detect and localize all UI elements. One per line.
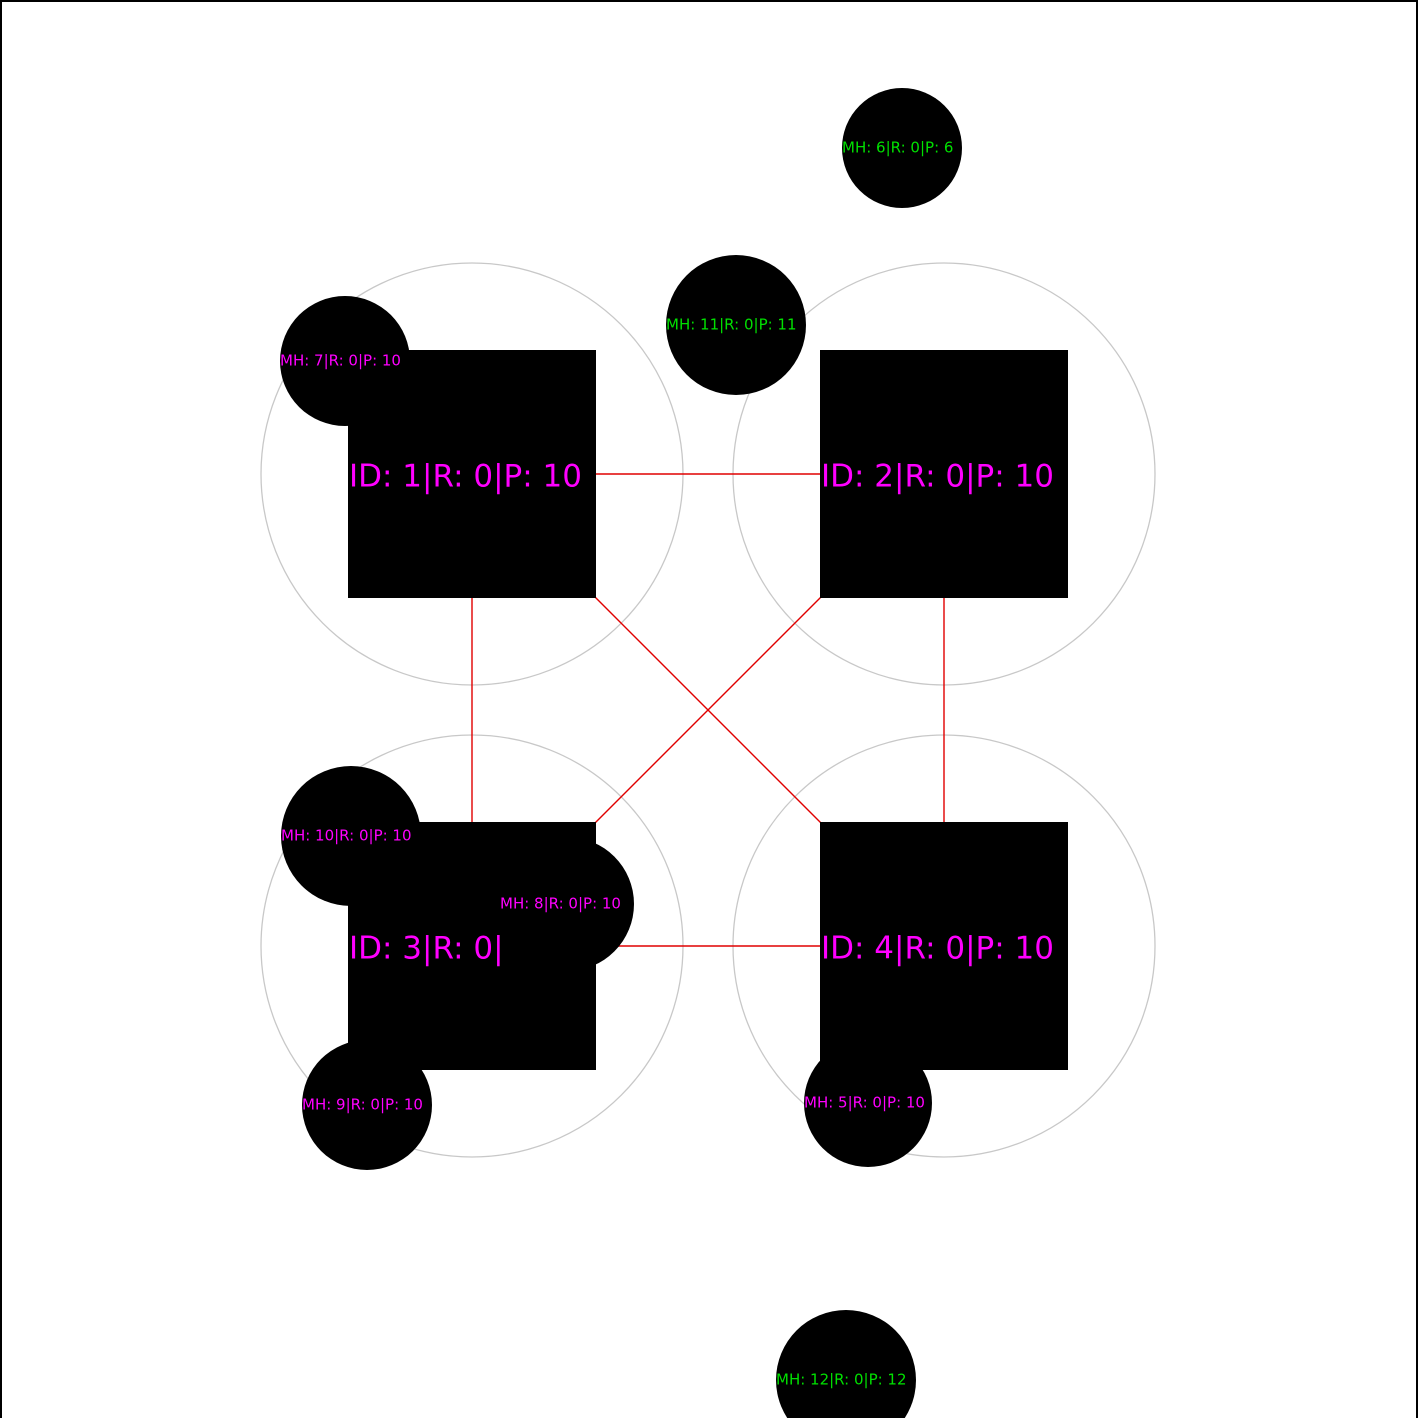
- mobile-host-6[interactable]: [842, 88, 962, 208]
- base-station-label-4: ID: 4|R: 0|P: 10: [821, 931, 1054, 967]
- mobile-host-8[interactable]: [500, 837, 634, 971]
- base-station-label-3: ID: 3|R: 0|: [349, 931, 504, 967]
- mobile-host-11[interactable]: [666, 255, 806, 395]
- mobile-host-7[interactable]: [280, 296, 410, 426]
- mobile-host-label-7: MH: 7|R: 0|P: 10: [280, 352, 401, 370]
- mobile-host-label-6: MH: 6|R: 0|P: 6: [842, 139, 953, 157]
- mobile-host-label-12: MH: 12|R: 0|P: 12: [776, 1371, 907, 1389]
- mobile-host-5[interactable]: [804, 1039, 932, 1167]
- mobile-host-label-8: MH: 8|R: 0|P: 10: [500, 895, 621, 913]
- base-station-label-2: ID: 2|R: 0|P: 10: [821, 459, 1054, 495]
- mobile-host-label-5: MH: 5|R: 0|P: 10: [804, 1094, 925, 1112]
- base-station-2[interactable]: [820, 350, 1068, 598]
- base-station-label-1: ID: 1|R: 0|P: 10: [349, 459, 582, 495]
- mobile-host-label-11: MH: 11|R: 0|P: 11: [666, 316, 797, 334]
- mobile-host-label-10: MH: 10|R: 0|P: 10: [281, 827, 412, 845]
- mobile-host-10[interactable]: [281, 766, 421, 906]
- mobile-host-label-9: MH: 9|R: 0|P: 10: [302, 1096, 423, 1114]
- mobile-host-12[interactable]: [776, 1310, 916, 1418]
- mobile-host-9[interactable]: [302, 1040, 432, 1170]
- mobile-hosts: MH: 6|R: 0|P: 6 MH: 11|R: 0|P: 11 MH: 7|R:…: [280, 88, 962, 1418]
- base-station-4[interactable]: [820, 822, 1068, 1070]
